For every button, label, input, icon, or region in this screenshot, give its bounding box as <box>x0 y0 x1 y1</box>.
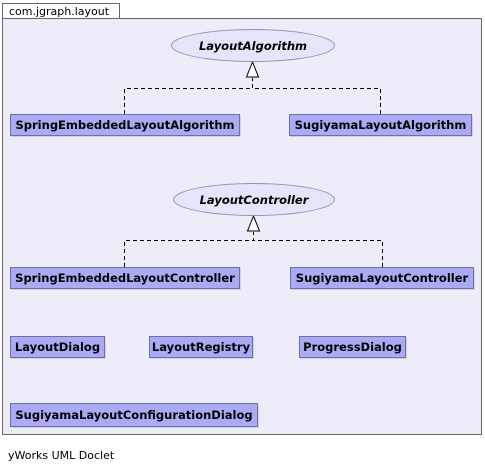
class-layout-dialog-label: LayoutDialog <box>14 340 101 354</box>
package-tab: com.jgraph.layout <box>2 3 120 19</box>
class-spring-embedded-layout-algorithm-label: SpringEmbeddedLayoutAlgorithm <box>15 118 235 132</box>
class-spring-embedded-layout-algorithm[interactable]: SpringEmbeddedLayoutAlgorithm <box>10 114 240 136</box>
interface-layout-controller[interactable]: LayoutController <box>173 183 335 216</box>
class-layout-dialog[interactable]: LayoutDialog <box>10 336 105 358</box>
class-sugiyama-layout-configuration-dialog[interactable]: SugiyamaLayoutConfigurationDialog <box>10 403 258 427</box>
class-sugiyama-layout-controller-label: SugiyamaLayoutController <box>295 271 469 285</box>
package-name: com.jgraph.layout <box>9 5 110 18</box>
class-layout-registry[interactable]: LayoutRegistry <box>149 336 253 358</box>
class-sugiyama-layout-configuration-dialog-label: SugiyamaLayoutConfigurationDialog <box>15 408 253 422</box>
class-progress-dialog-label: ProgressDialog <box>303 340 402 354</box>
class-sugiyama-layout-controller[interactable]: SugiyamaLayoutController <box>290 267 474 289</box>
interface-layout-algorithm-label: LayoutAlgorithm <box>198 38 308 53</box>
class-spring-embedded-layout-controller-label: SpringEmbeddedLayoutController <box>15 271 235 285</box>
footer-credit: yWorks UML Doclet <box>8 449 115 462</box>
class-progress-dialog[interactable]: ProgressDialog <box>299 336 406 358</box>
interface-layout-controller-label: LayoutController <box>199 192 309 207</box>
class-spring-embedded-layout-controller[interactable]: SpringEmbeddedLayoutController <box>10 267 240 289</box>
package-body <box>2 18 482 435</box>
interface-layout-algorithm[interactable]: LayoutAlgorithm <box>171 29 335 62</box>
class-sugiyama-layout-algorithm[interactable]: SugiyamaLayoutAlgorithm <box>289 114 472 136</box>
class-layout-registry-label: LayoutRegistry <box>151 340 251 354</box>
class-sugiyama-layout-algorithm-label: SugiyamaLayoutAlgorithm <box>294 118 467 132</box>
